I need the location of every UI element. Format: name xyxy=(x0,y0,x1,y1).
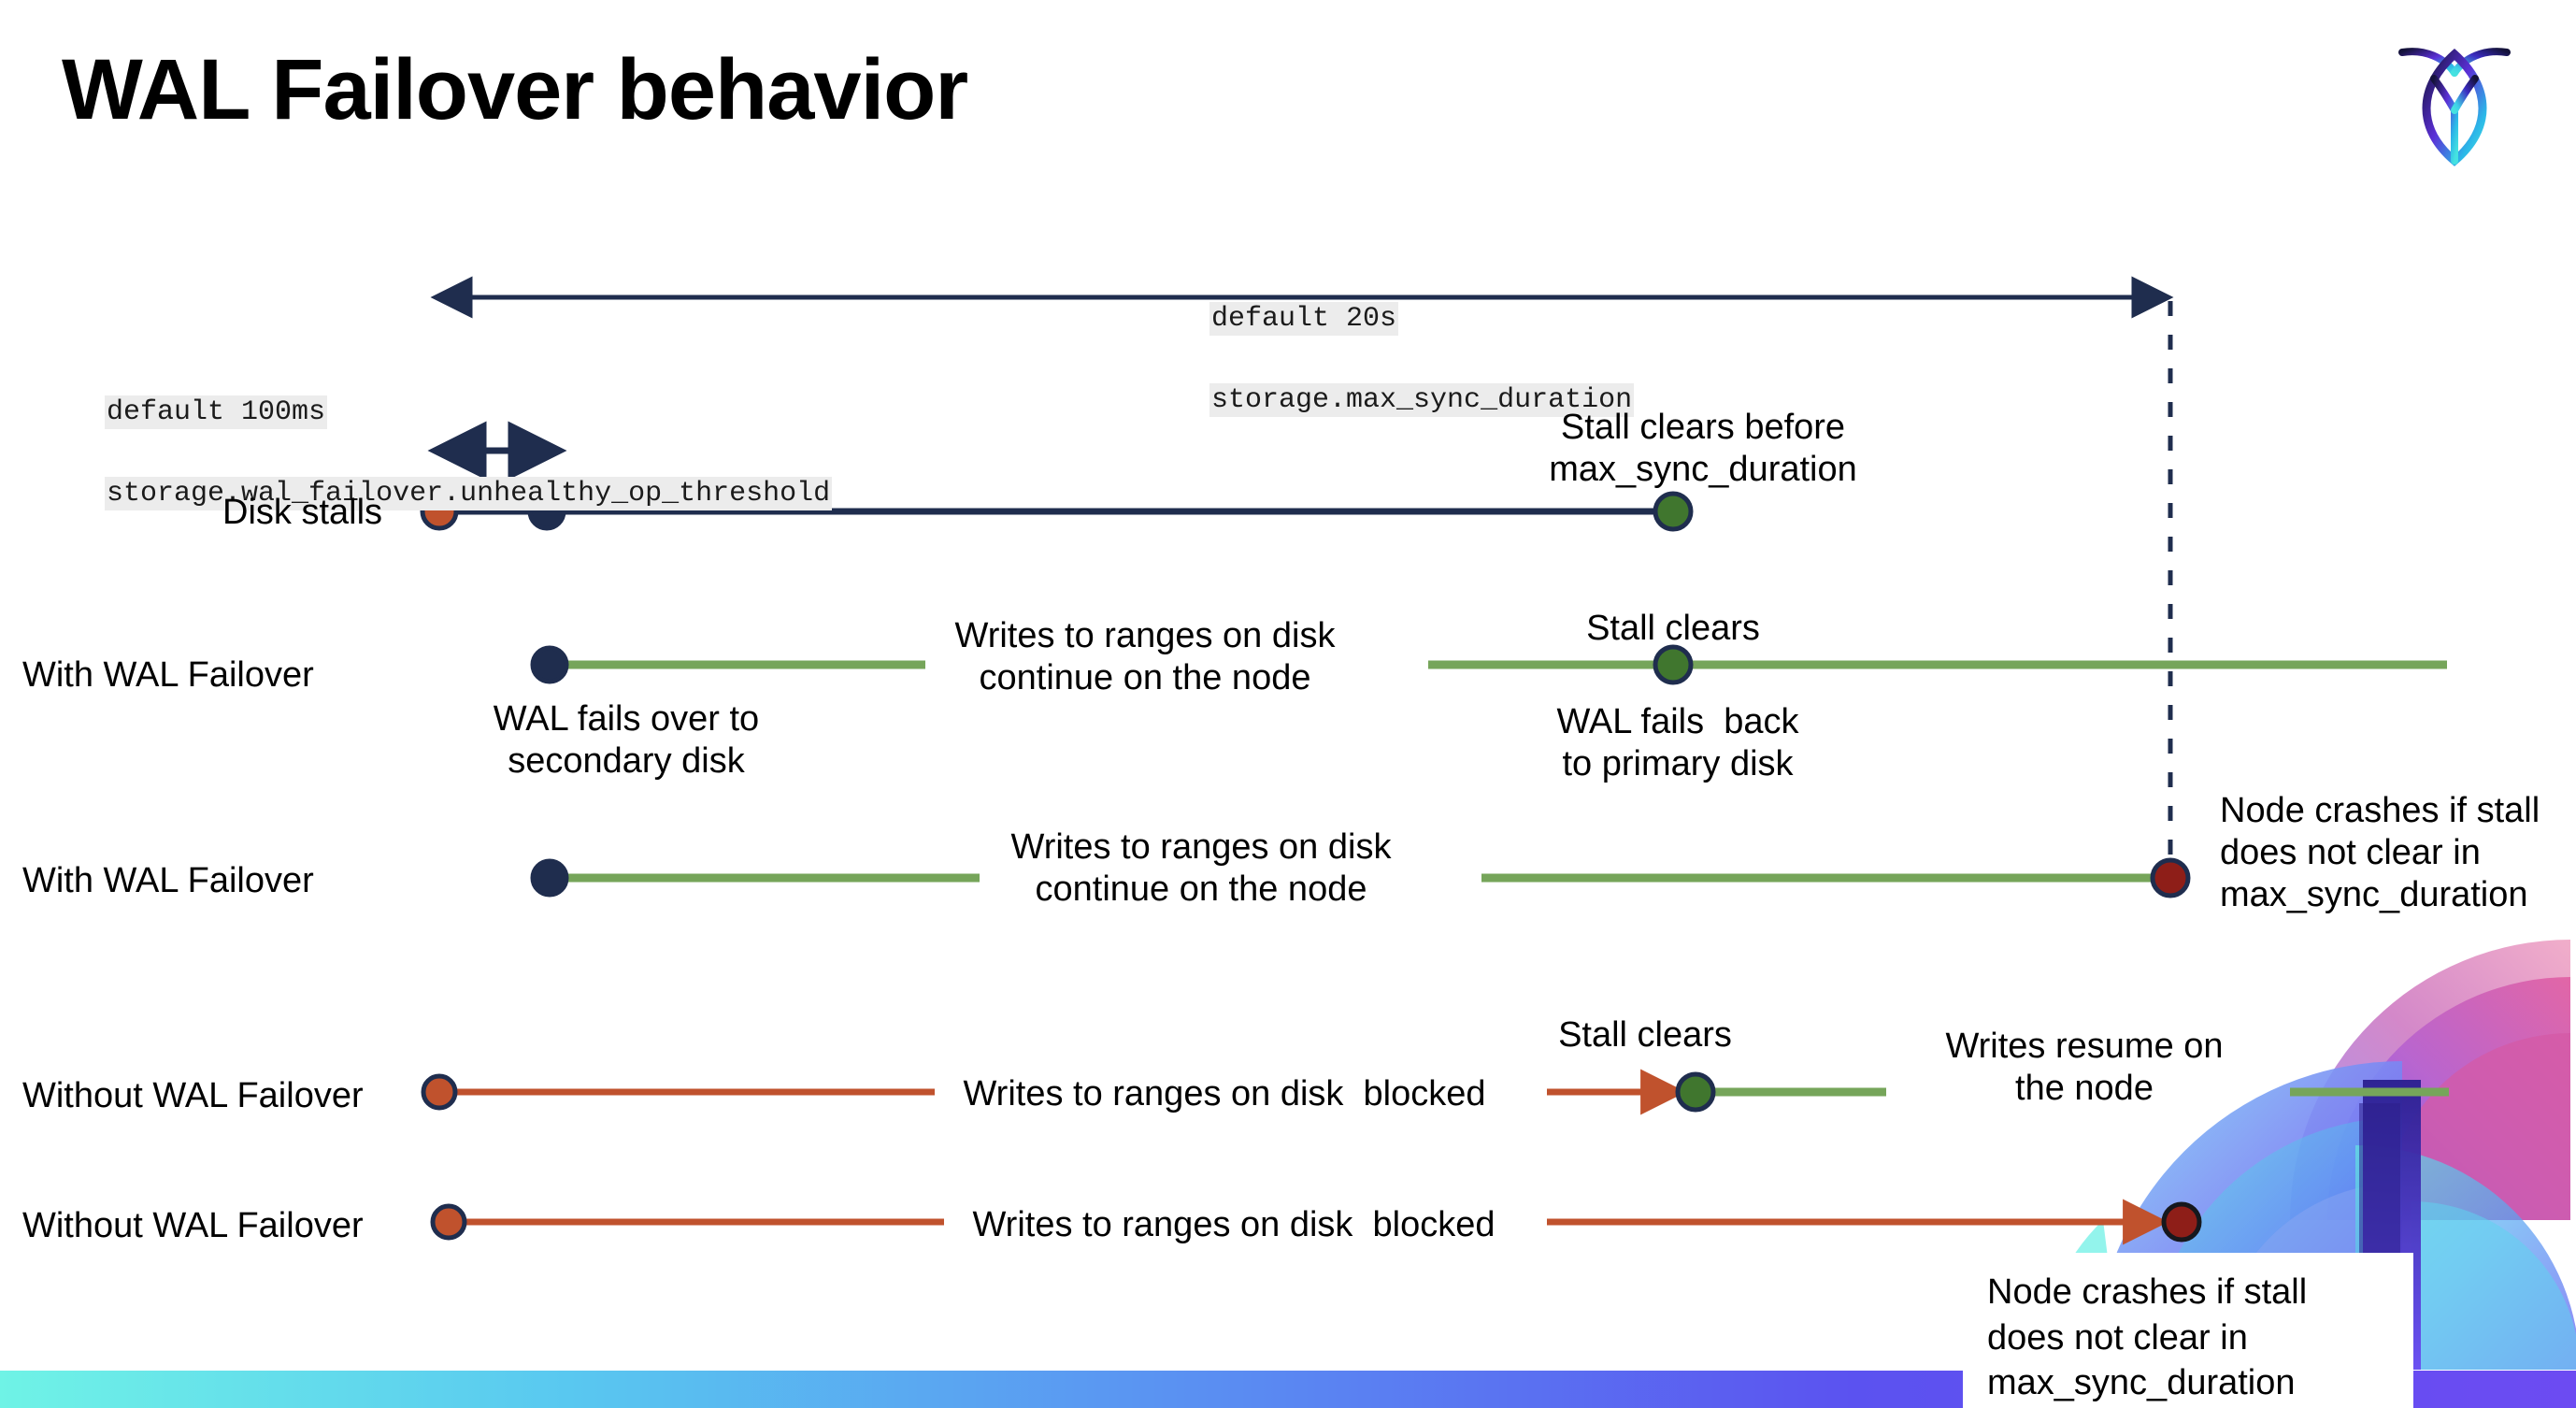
row-label-without-wal-failover-2: Without WAL Failover xyxy=(22,1206,364,1245)
note-node-crashes-2: Node crashes if stall does not clear in … xyxy=(1963,1253,2413,1408)
row-label-with-wal-failover-2: With WAL Failover xyxy=(22,861,314,900)
marker-stall-clears xyxy=(1653,644,1694,685)
unhealthy-op-threshold-annotation: default 100ms storage.wal_failover.unhea… xyxy=(37,352,833,555)
row-with-wal-failover-recovers-track xyxy=(530,644,2447,685)
note-writes-blocked-2: Writes to ranges on disk blocked xyxy=(972,1205,1496,1244)
row-label-with-wal-failover-1: With WAL Failover xyxy=(22,655,314,695)
row-without-wal-failover-crashes-track xyxy=(430,1199,2202,1245)
note-wal-fails-over: WAL fails over to secondary disk xyxy=(493,699,760,781)
unhealthy-op-threshold-setting: storage.wal_failover.unhealthy_op_thresh… xyxy=(105,476,833,510)
marker-node-crash xyxy=(2150,857,2191,898)
marker-stall-start xyxy=(430,1203,467,1241)
note-writes-resume: Writes resume on the node xyxy=(1945,1027,2224,1108)
row-with-wal-failover-crashes-track xyxy=(530,857,2191,898)
unhealthy-op-threshold-default: default 100ms xyxy=(105,395,328,429)
note-writes-blocked-1: Writes to ranges on disk blocked xyxy=(963,1074,1486,1113)
marker-failover-to-secondary xyxy=(530,858,569,898)
cockroachdb-logo-icon xyxy=(2393,30,2516,166)
marker-stall-clears xyxy=(1653,491,1694,532)
max-sync-duration-setting: storage.max_sync_duration xyxy=(1209,382,1635,417)
note-wal-fails-back: WAL fails back to primary disk xyxy=(1556,702,1799,783)
note-node-crashes-1: Node crashes if stall does not clear in … xyxy=(2220,791,2540,914)
note-stall-clears-b: Stall clears xyxy=(1558,1015,1732,1055)
note-stall-clears-a: Stall clears xyxy=(1586,609,1760,648)
row-without-wal-failover-recovers-track xyxy=(421,1069,2449,1115)
marker-stall-clears xyxy=(1675,1071,1716,1113)
max-sync-duration-default: default 20s xyxy=(1209,301,1399,336)
note-writes-continue-2: Writes to ranges on disk continue on the… xyxy=(1010,827,1392,909)
note-writes-continue-1: Writes to ranges on disk continue on the… xyxy=(954,616,1336,697)
note-stall-clears-before-max: Stall clears before max_sync_duration xyxy=(1549,408,1857,489)
row-label-disk-stalls: Disk stalls xyxy=(222,493,383,532)
marker-stall-start xyxy=(421,1073,458,1111)
page-title: WAL Failover behavior xyxy=(62,42,968,137)
marker-node-crash xyxy=(2161,1201,2202,1243)
max-sync-duration-annotation: default 20s storage.max_sync_duration xyxy=(1142,258,1635,462)
marker-failover-to-secondary xyxy=(530,645,569,684)
row-label-without-wal-failover-1: Without WAL Failover xyxy=(22,1076,364,1115)
